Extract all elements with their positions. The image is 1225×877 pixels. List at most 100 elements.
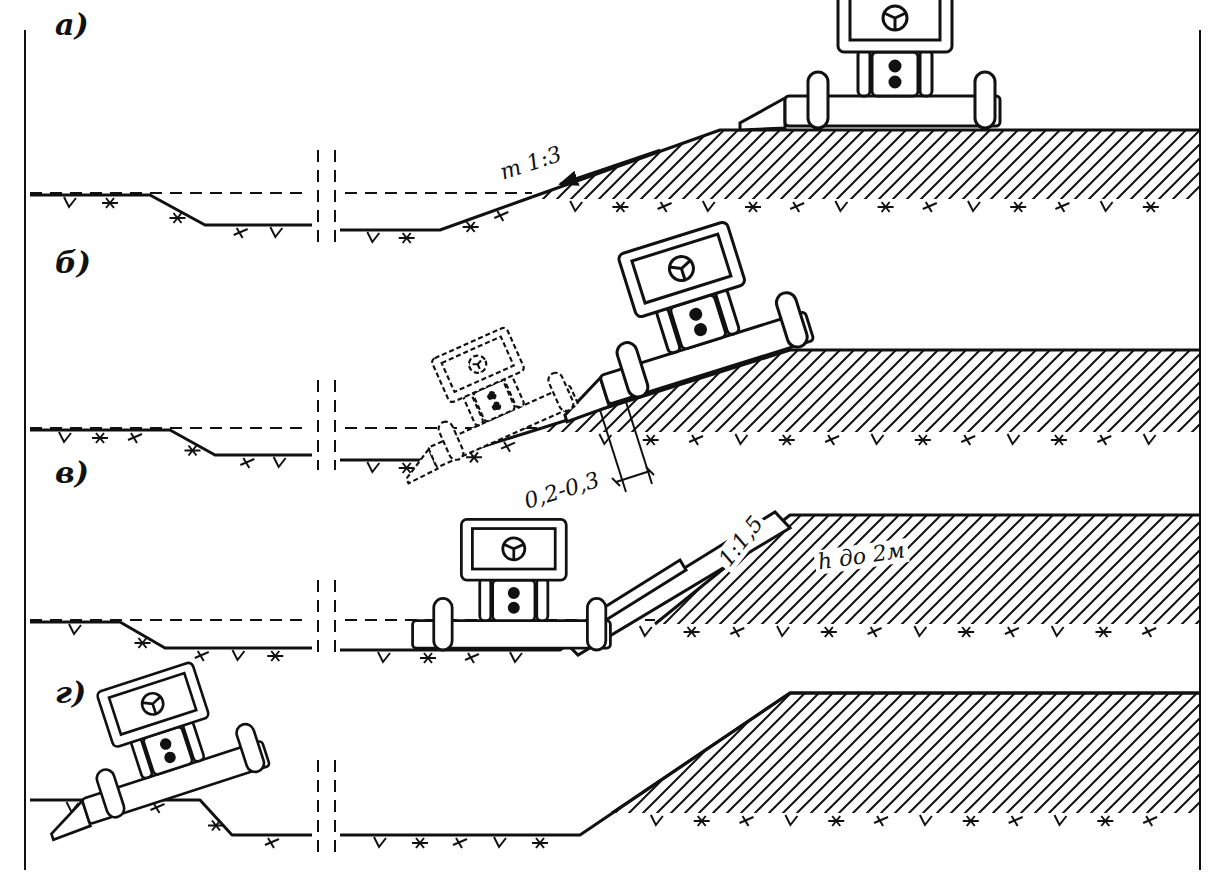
soil-mark xyxy=(835,201,847,211)
soil-mark xyxy=(640,626,652,636)
bulldozer-light xyxy=(694,323,707,336)
soil-mark xyxy=(730,627,744,637)
soil-mark xyxy=(920,815,932,825)
soil-mark xyxy=(267,651,283,661)
soil-mark xyxy=(1143,202,1159,212)
bulldozer-cab xyxy=(461,519,566,580)
bulldozer-window xyxy=(442,337,514,392)
panel-letter: б) xyxy=(52,246,94,279)
bulldozer-track xyxy=(587,598,605,650)
soil-mark xyxy=(968,201,980,211)
bulldozer-track xyxy=(95,767,127,819)
bulldozer-window xyxy=(472,529,555,569)
soil-mark xyxy=(374,837,386,847)
soil-mark xyxy=(1051,435,1067,445)
soil-mark xyxy=(1101,201,1113,211)
soil-mark xyxy=(785,815,797,825)
steering-wheel xyxy=(503,538,525,560)
soil-mark xyxy=(961,435,975,445)
bulldozer xyxy=(413,519,611,650)
bulldozer-track xyxy=(774,290,810,349)
soil-mark xyxy=(64,197,76,207)
dimension-tick xyxy=(646,467,654,475)
bulldozer-track xyxy=(975,72,995,128)
bulldozer-cab xyxy=(96,662,209,748)
soil-mark xyxy=(684,627,700,637)
bulldozer-light xyxy=(890,77,900,87)
bulldozer-light xyxy=(509,588,518,597)
soil-mark xyxy=(740,816,754,826)
soil-mark xyxy=(1009,816,1023,826)
bulldozer-blade xyxy=(740,98,785,130)
soil-mark xyxy=(208,821,224,831)
bulldozer-frame xyxy=(480,578,491,620)
steering-spokes xyxy=(884,13,906,30)
bulldozer-track xyxy=(546,370,576,413)
soil-mark xyxy=(367,462,379,472)
steering-spokes xyxy=(469,358,488,376)
soil-mark xyxy=(1054,815,1066,825)
bulldozer-light xyxy=(509,603,518,612)
bulldozer-track xyxy=(436,419,466,462)
bulldozer-light xyxy=(165,752,176,763)
soil-texture xyxy=(374,837,548,848)
soil-mark xyxy=(412,838,428,848)
soil-mark xyxy=(878,202,894,212)
break-line xyxy=(317,760,319,860)
soil-mark xyxy=(1005,627,1019,637)
soil-mark xyxy=(128,433,142,443)
soil-mark xyxy=(92,433,108,443)
soil-mark xyxy=(779,435,795,445)
soil-mark xyxy=(868,627,882,637)
bulldozer xyxy=(366,312,579,483)
bulldozer-light xyxy=(890,61,900,71)
soil-mark xyxy=(643,435,659,445)
bulldozer xyxy=(14,649,271,840)
steering-wheel xyxy=(883,6,907,30)
soil-mark xyxy=(185,446,201,456)
break-line xyxy=(317,580,319,660)
bulldozer-cab xyxy=(617,221,746,318)
bulldozer-light xyxy=(492,402,502,412)
soil-texture xyxy=(69,624,283,661)
soil-mark xyxy=(378,652,390,662)
direction-arrow xyxy=(560,150,660,184)
soil-texture xyxy=(599,434,1155,445)
soil-mark xyxy=(466,452,482,462)
soil-mark xyxy=(59,432,71,442)
soil-mark xyxy=(658,202,672,212)
bulldozer-cab xyxy=(431,327,525,404)
soil-texture xyxy=(640,626,1156,637)
soil-mark xyxy=(735,434,747,444)
soil-mark xyxy=(501,442,515,452)
bulldozer-frame xyxy=(920,50,932,96)
soil-mark xyxy=(1097,435,1111,445)
soil-mark xyxy=(233,650,245,660)
blade-plate xyxy=(600,560,686,620)
bulldozer-frame xyxy=(537,578,548,620)
dimension-tick xyxy=(612,478,620,486)
soil-mark xyxy=(963,816,979,826)
soil-mark xyxy=(958,627,974,637)
soil-mark xyxy=(1010,202,1026,212)
ground-line xyxy=(30,622,312,648)
bulldozer-track xyxy=(615,340,651,399)
break-line xyxy=(334,150,336,245)
soil-mark xyxy=(821,627,837,637)
bulldozer-cab xyxy=(838,0,952,52)
soil-mark xyxy=(612,202,628,212)
bulldozer-light xyxy=(160,738,171,749)
soil-texture xyxy=(651,815,1157,826)
soil-mark xyxy=(240,458,254,468)
soil-mark xyxy=(1143,816,1157,826)
soil-mark xyxy=(914,626,926,636)
soil-mark xyxy=(463,222,479,232)
soil-mark xyxy=(510,652,522,662)
soil-mark xyxy=(703,201,715,211)
soil-mark xyxy=(494,211,508,221)
soil-mark xyxy=(872,434,884,444)
steering-spokes xyxy=(669,260,695,283)
steering-wheel xyxy=(666,254,696,284)
soil-mark xyxy=(1052,626,1064,636)
